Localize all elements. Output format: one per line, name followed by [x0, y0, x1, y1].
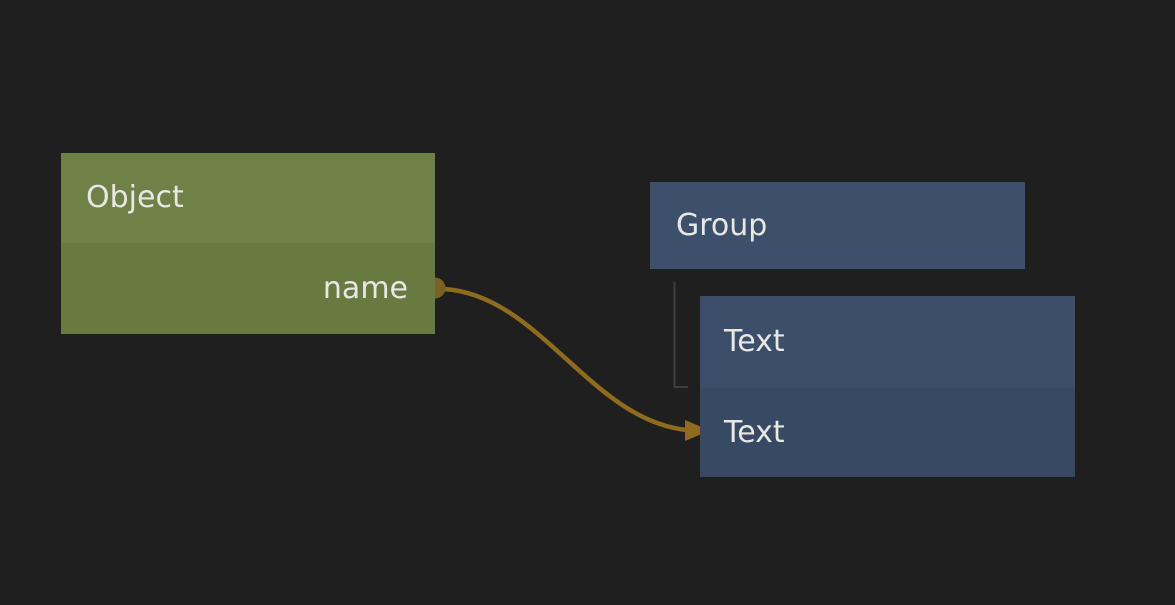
node-object-title: Object	[86, 180, 184, 215]
node-text-title: Text	[724, 324, 785, 359]
node-group-header[interactable]: Group	[650, 182, 1025, 269]
node-text-child-row[interactable]: Text	[700, 388, 1075, 477]
connection-curve[interactable]	[443, 286, 688, 433]
node-group-title: Group	[676, 207, 768, 243]
node-object-body: name	[61, 243, 435, 334]
output-port-label: name	[322, 270, 408, 306]
node-text[interactable]: Text Text	[700, 296, 1075, 477]
tree-connector-line	[673, 282, 688, 388]
node-text-child-label: Text	[724, 414, 785, 450]
node-object-header[interactable]: Object	[61, 153, 435, 243]
node-object[interactable]: Object name	[61, 153, 435, 334]
output-port-row[interactable]: name	[61, 243, 435, 334]
node-text-header[interactable]: Text	[700, 296, 1075, 388]
node-group[interactable]: Group	[650, 182, 1025, 269]
